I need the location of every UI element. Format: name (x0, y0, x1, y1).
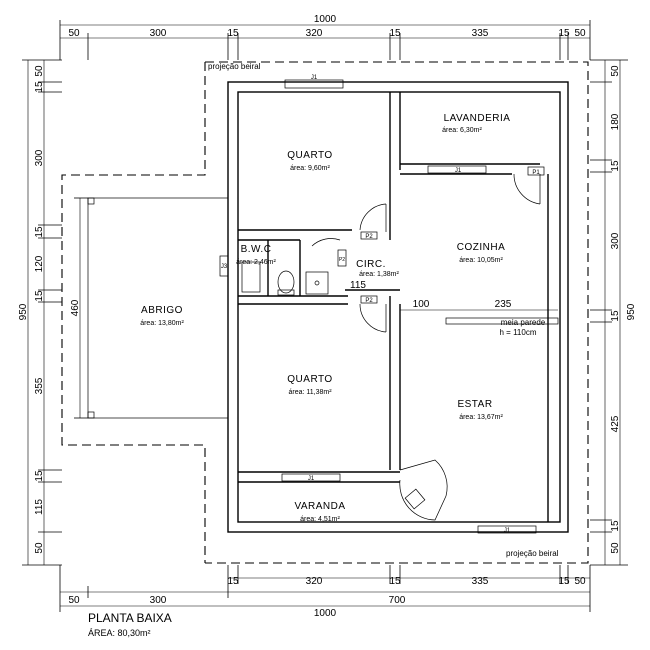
dimension-lines (22, 20, 628, 612)
room-area-bwc: área: 2,46m² (236, 259, 276, 266)
bwc-fixtures (241, 261, 329, 296)
right-dim: 15 (610, 520, 621, 532)
top-dim: 50 (68, 28, 80, 39)
half-wall-height: h = 110cm (500, 328, 537, 337)
left-dimension-labels: 50 15 300 15 120 15 355 15 115 50 950 46… (18, 65, 81, 554)
room-area-cozinha: área: 10,05m² (459, 257, 503, 264)
room-name-cozinha: COZINHA (457, 242, 506, 253)
doors: P1 P2 P2 P2 (311, 166, 545, 521)
bottom-total-dim: 1000 (314, 608, 337, 619)
right-dim: 15 (610, 310, 621, 322)
left-total-dim: 950 (18, 303, 29, 320)
top-dim: 15 (558, 28, 570, 39)
plan-total-area: ÁREA: 80,30m² (88, 628, 151, 638)
bottom-dim: 700 (389, 595, 406, 606)
right-dim: 180 (610, 113, 621, 130)
top-total-dim: 1000 (314, 14, 337, 25)
room-name-bwc: B.W.C (241, 244, 272, 255)
room-name-estar: ESTAR (457, 399, 492, 410)
bottom-dim: 15 (558, 576, 570, 587)
window-label-estar: J1 (504, 528, 511, 534)
window-label-bottom: J1 (308, 476, 315, 482)
bottom-dim: 320 (306, 576, 323, 587)
left-dim: 50 (34, 65, 45, 77)
door-label-p2-quarto: P2 (365, 234, 373, 240)
bottom-dim: 335 (472, 576, 489, 587)
room-name-quarto-2: QUARTO (287, 374, 332, 385)
top-dim: 335 (472, 28, 489, 39)
bottom-dimension-labels: 15 320 15 335 15 50 50 300 700 1000 (68, 576, 586, 619)
left-dim: 115 (34, 499, 45, 515)
room-name-lavanderia: LAVANDERIA (444, 113, 511, 124)
room-area-circ: área: 1,38m² (359, 271, 399, 278)
bottom-dim: 15 (389, 576, 401, 587)
door-label-p2-quarto2: P2 (365, 298, 373, 304)
room-name-varanda: VARANDA (294, 501, 345, 512)
half-wall-note: meia parede h = 110cm (500, 318, 546, 337)
bottom-dim: 50 (574, 576, 586, 587)
right-dimension-labels: 50 180 15 300 15 425 15 50 950 (610, 65, 637, 554)
room-area-quarto-2: área: 11,38m² (288, 389, 332, 396)
left-dim: 15 (34, 290, 45, 302)
estar-left-dim: 100 (413, 299, 430, 310)
abrigo-dim: 460 (70, 299, 81, 316)
right-total-dim: 950 (626, 303, 637, 320)
room-area-lavanderia: área: 6,30m² (442, 127, 482, 134)
half-wall-label: meia parede (501, 318, 546, 327)
projection-label-top: projeção beiral (208, 62, 261, 71)
right-dim: 15 (610, 160, 621, 172)
left-dim: 120 (34, 255, 45, 272)
right-dim: 425 (610, 415, 621, 432)
top-dim: 50 (574, 28, 586, 39)
left-dim: 50 (34, 542, 45, 554)
left-dim: 15 (34, 81, 45, 93)
window-label-bwc: J3 (221, 264, 228, 270)
room-area-abrigo: área: 13,80m² (140, 320, 184, 327)
left-dim: 300 (34, 149, 45, 166)
estar-right-dim: 235 (495, 299, 512, 310)
circ-width-dim: 115 (350, 280, 366, 291)
inner-dimension-labels: 115 100 235 (350, 280, 558, 311)
plan-title: PLANTA BAIXA (88, 611, 172, 625)
room-name-quarto-1: QUARTO (287, 150, 332, 161)
room-name-abrigo: ABRIGO (141, 305, 183, 316)
room-area-estar: área: 13,67m² (459, 414, 503, 421)
bottom-dim: 300 (150, 595, 167, 606)
top-dim: 320 (306, 28, 323, 39)
roof-projection: projeção beiral projeção beiral (61, 61, 589, 564)
left-dim: 355 (34, 377, 45, 394)
top-dimension-labels: 1000 50 300 15 320 15 335 15 50 (68, 14, 586, 39)
right-dim: 50 (610, 542, 621, 554)
top-dim: 15 (227, 28, 239, 39)
door-label-p2-bwc: P2 (339, 257, 345, 263)
windows: J1 J1 J1 J1 J3 (219, 75, 537, 534)
right-dim: 50 (610, 65, 621, 77)
window-label-top: J1 (311, 75, 318, 81)
projection-label-bottom: projeção beiral (506, 549, 559, 558)
top-dim: 300 (150, 28, 167, 39)
left-dim: 15 (34, 470, 45, 482)
top-dim: 15 (389, 28, 401, 39)
bottom-dim: 50 (68, 595, 80, 606)
room-labels: LAVANDERIA área: 6,30m² QUARTO área: 9,6… (140, 113, 510, 523)
window-label-lav: J1 (455, 168, 462, 174)
left-dim: 15 (34, 226, 45, 238)
room-name-circ: CIRC. (356, 259, 386, 270)
room-area-varanda: área: 4,51m² (300, 516, 340, 523)
door-label-p1: P1 (532, 170, 540, 176)
bottom-dim: 15 (227, 576, 239, 587)
right-dim: 300 (610, 232, 621, 249)
walls (227, 81, 569, 533)
room-area-quarto-1: área: 9,60m² (290, 165, 330, 172)
